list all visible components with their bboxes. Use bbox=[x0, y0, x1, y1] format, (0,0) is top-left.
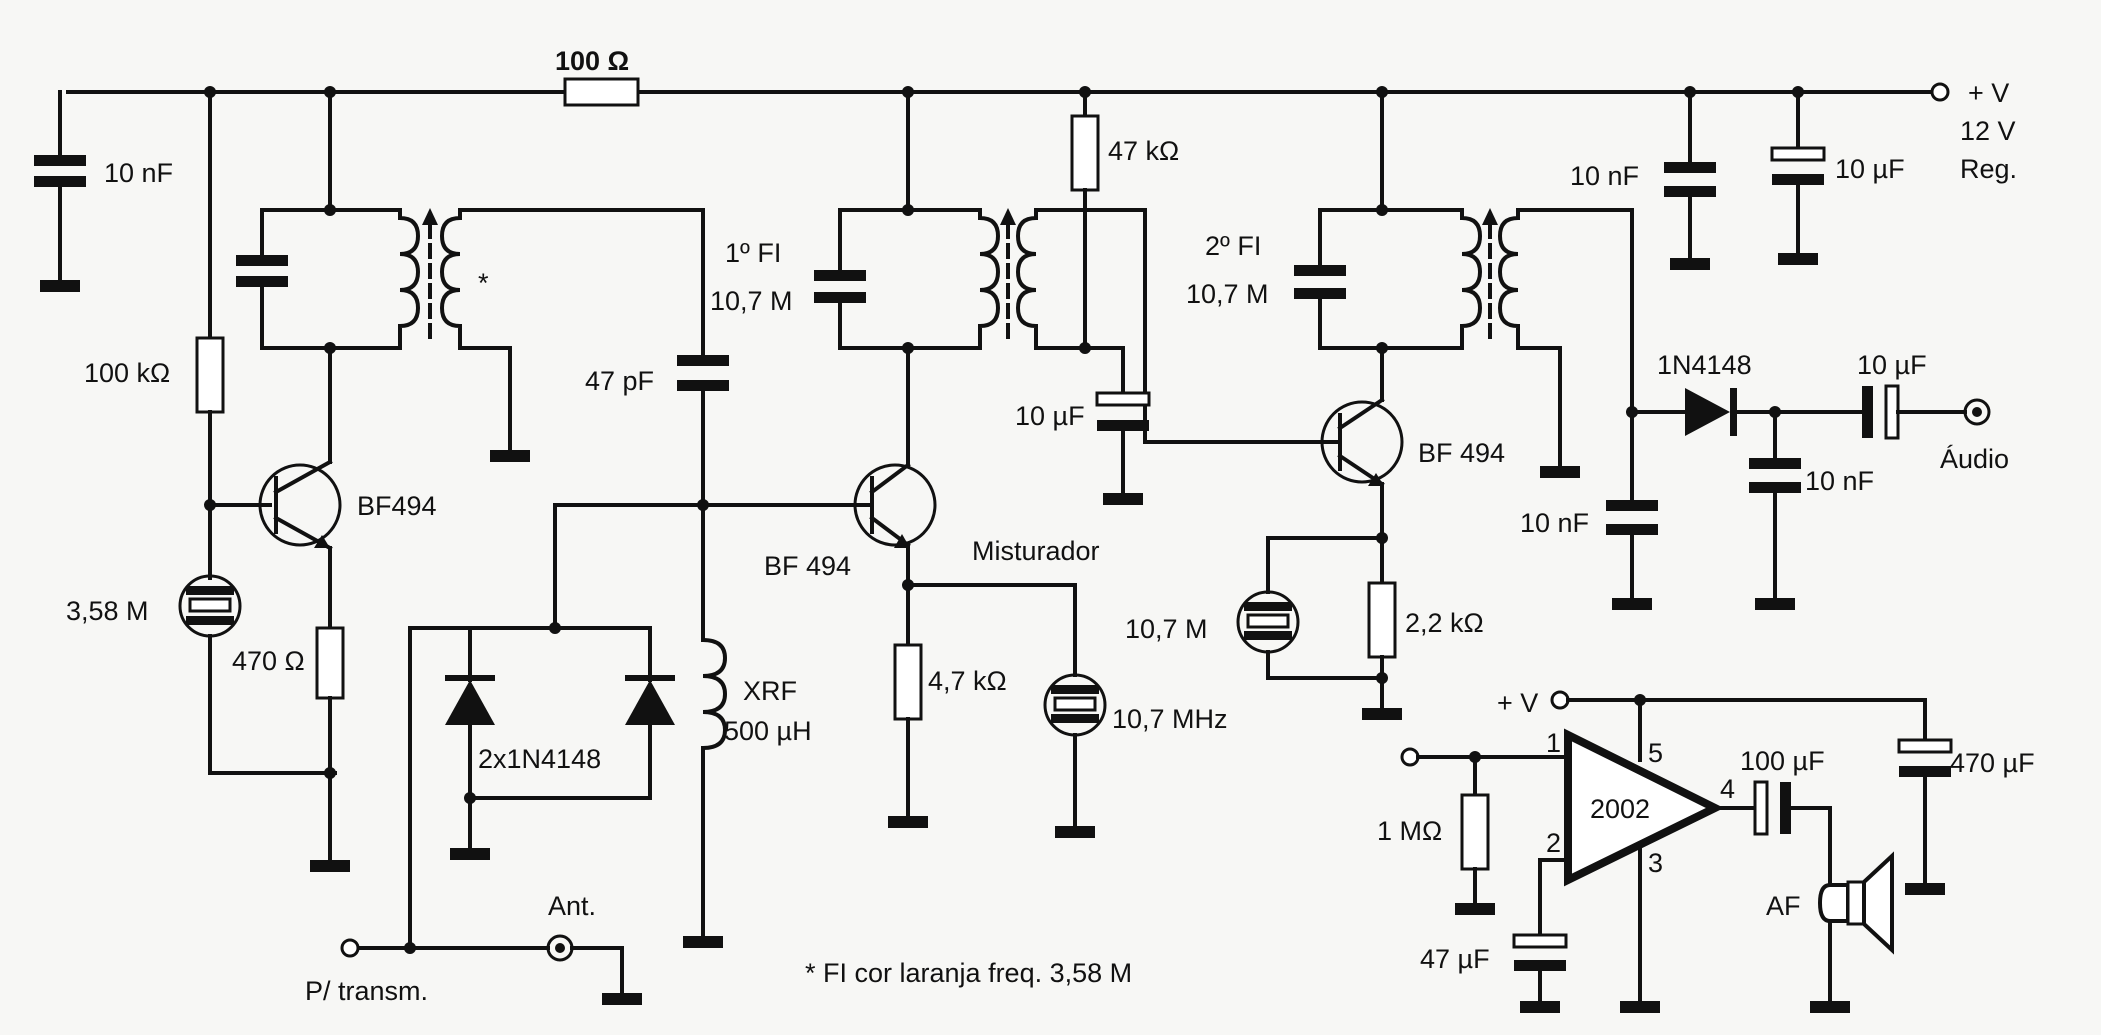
label-d-det: 1N4148 bbox=[1657, 350, 1752, 380]
label-xrf-1: XRF bbox=[743, 676, 797, 706]
resistor-2k2 bbox=[1367, 581, 1397, 659]
label-c-10u-mid: 10 µF bbox=[1015, 401, 1085, 431]
vplus2-terminal bbox=[1550, 690, 1570, 710]
label-pin4: 4 bbox=[1720, 774, 1735, 804]
label-c-100u: 100 µF bbox=[1740, 746, 1825, 776]
label-xrf-2: 500 µH bbox=[724, 716, 812, 746]
label-q3: BF 494 bbox=[1418, 438, 1505, 468]
label-r-2k2: 2,2 kΩ bbox=[1405, 608, 1484, 638]
label-fi1-1: 1º FI bbox=[725, 238, 781, 268]
label-af: AF bbox=[1766, 891, 1801, 921]
ptransm-terminal bbox=[340, 938, 360, 958]
resistor-47k bbox=[1070, 114, 1100, 192]
coil-osc-secondary bbox=[439, 208, 462, 350]
resistor-100-ohm bbox=[563, 77, 640, 107]
supply-rail bbox=[66, 77, 1950, 107]
label-c-10n-det: 10 nF bbox=[1805, 466, 1874, 496]
audio-jack[interactable] bbox=[1963, 398, 1991, 426]
label-r-470: 470 Ω bbox=[232, 646, 305, 676]
mixer-input-network bbox=[340, 208, 852, 1005]
resistor-4k7 bbox=[893, 643, 923, 721]
label-c-10u-r1: 10 µF bbox=[1835, 154, 1905, 184]
if-amp-stage bbox=[1236, 90, 1634, 720]
resistor-1m bbox=[1460, 793, 1490, 871]
label-xtal1: 3,58 M bbox=[66, 596, 149, 626]
label-r-top: 100 Ω bbox=[555, 46, 629, 76]
label-q2: BF 494 bbox=[764, 551, 851, 581]
label-vplus2: + V bbox=[1497, 688, 1538, 718]
label-audio: Áudio bbox=[1940, 444, 2009, 474]
label-q1: BF494 bbox=[357, 491, 437, 521]
label-r-100k: 100 kΩ bbox=[84, 358, 170, 388]
label-fi2-2: 10,7 M bbox=[1186, 279, 1269, 309]
label-diodes: 2x1N4148 bbox=[478, 744, 601, 774]
label-pin3: 3 bbox=[1648, 848, 1663, 878]
coil-fi2-primary bbox=[1460, 208, 1483, 350]
label-r-47k: 47 kΩ bbox=[1108, 136, 1179, 166]
label-r-1m: 1 MΩ bbox=[1377, 816, 1442, 846]
resistor-470-ohm bbox=[315, 626, 345, 700]
label-xtal3: 10,7 M bbox=[1125, 614, 1208, 644]
label-mixer: Misturador bbox=[972, 536, 1100, 566]
label-ptransm: P/ transm. bbox=[305, 976, 428, 1006]
detector bbox=[1606, 208, 1991, 610]
diode-d1 bbox=[445, 680, 495, 725]
audio-amplifier bbox=[1400, 690, 1953, 1013]
label-c-470u: 470 µF bbox=[1950, 748, 2035, 778]
label-vplus: + V bbox=[1968, 78, 2009, 108]
transistor-q2 bbox=[853, 463, 937, 547]
transistor-q1 bbox=[258, 463, 342, 547]
label-star: * bbox=[478, 268, 489, 298]
labels: 100 Ω 10 nF 100 kΩ BF494 3,58 M 470 Ω * … bbox=[66, 46, 2035, 1006]
diode-1n4148-detector bbox=[1685, 388, 1730, 436]
coil-fi1-secondary bbox=[1015, 208, 1038, 350]
right-decoupling bbox=[1664, 90, 1826, 270]
label-ant: Ant. bbox=[548, 891, 596, 921]
label-pin5: 5 bbox=[1648, 738, 1663, 768]
label-c-10n-left: 10 nF bbox=[104, 158, 173, 188]
label-c-47p: 47 pF bbox=[585, 366, 654, 396]
label-fi2-1: 2º FI bbox=[1205, 231, 1261, 261]
label-note: * FI cor laranja freq. 3,58 M bbox=[805, 958, 1132, 988]
coil-osc-primary bbox=[398, 208, 421, 350]
label-c-10n-det2: 10 nF bbox=[1520, 508, 1589, 538]
resistor-100k bbox=[195, 336, 225, 414]
label-reg: Reg. bbox=[1960, 154, 2017, 184]
label-fi1-2: 10,7 M bbox=[710, 286, 793, 316]
label-r-4k7: 4,7 kΩ bbox=[928, 666, 1007, 696]
label-c-47u: 47 µF bbox=[1420, 944, 1490, 974]
cap-10nf-left bbox=[34, 90, 86, 292]
diode-d2 bbox=[625, 680, 675, 725]
label-12v: 12 V bbox=[1960, 116, 2016, 146]
label-xtal2: 10,7 MHz bbox=[1112, 704, 1228, 734]
coil-xrf bbox=[700, 637, 728, 751]
oscillator-stage bbox=[178, 90, 705, 872]
label-pin2: 2 bbox=[1546, 828, 1561, 858]
label-c-10u-out: 10 µF bbox=[1857, 350, 1927, 380]
coil-fi1-primary bbox=[978, 208, 1001, 350]
coil-fi2-secondary bbox=[1497, 208, 1520, 350]
speaker bbox=[1846, 880, 1866, 926]
label-c-10n-r1: 10 nF bbox=[1570, 161, 1639, 191]
label-ic: 2002 bbox=[1590, 794, 1650, 824]
label-pin1: 1 bbox=[1546, 728, 1561, 758]
vplus-terminal bbox=[1930, 82, 1950, 102]
mixer-stage bbox=[814, 90, 1324, 838]
